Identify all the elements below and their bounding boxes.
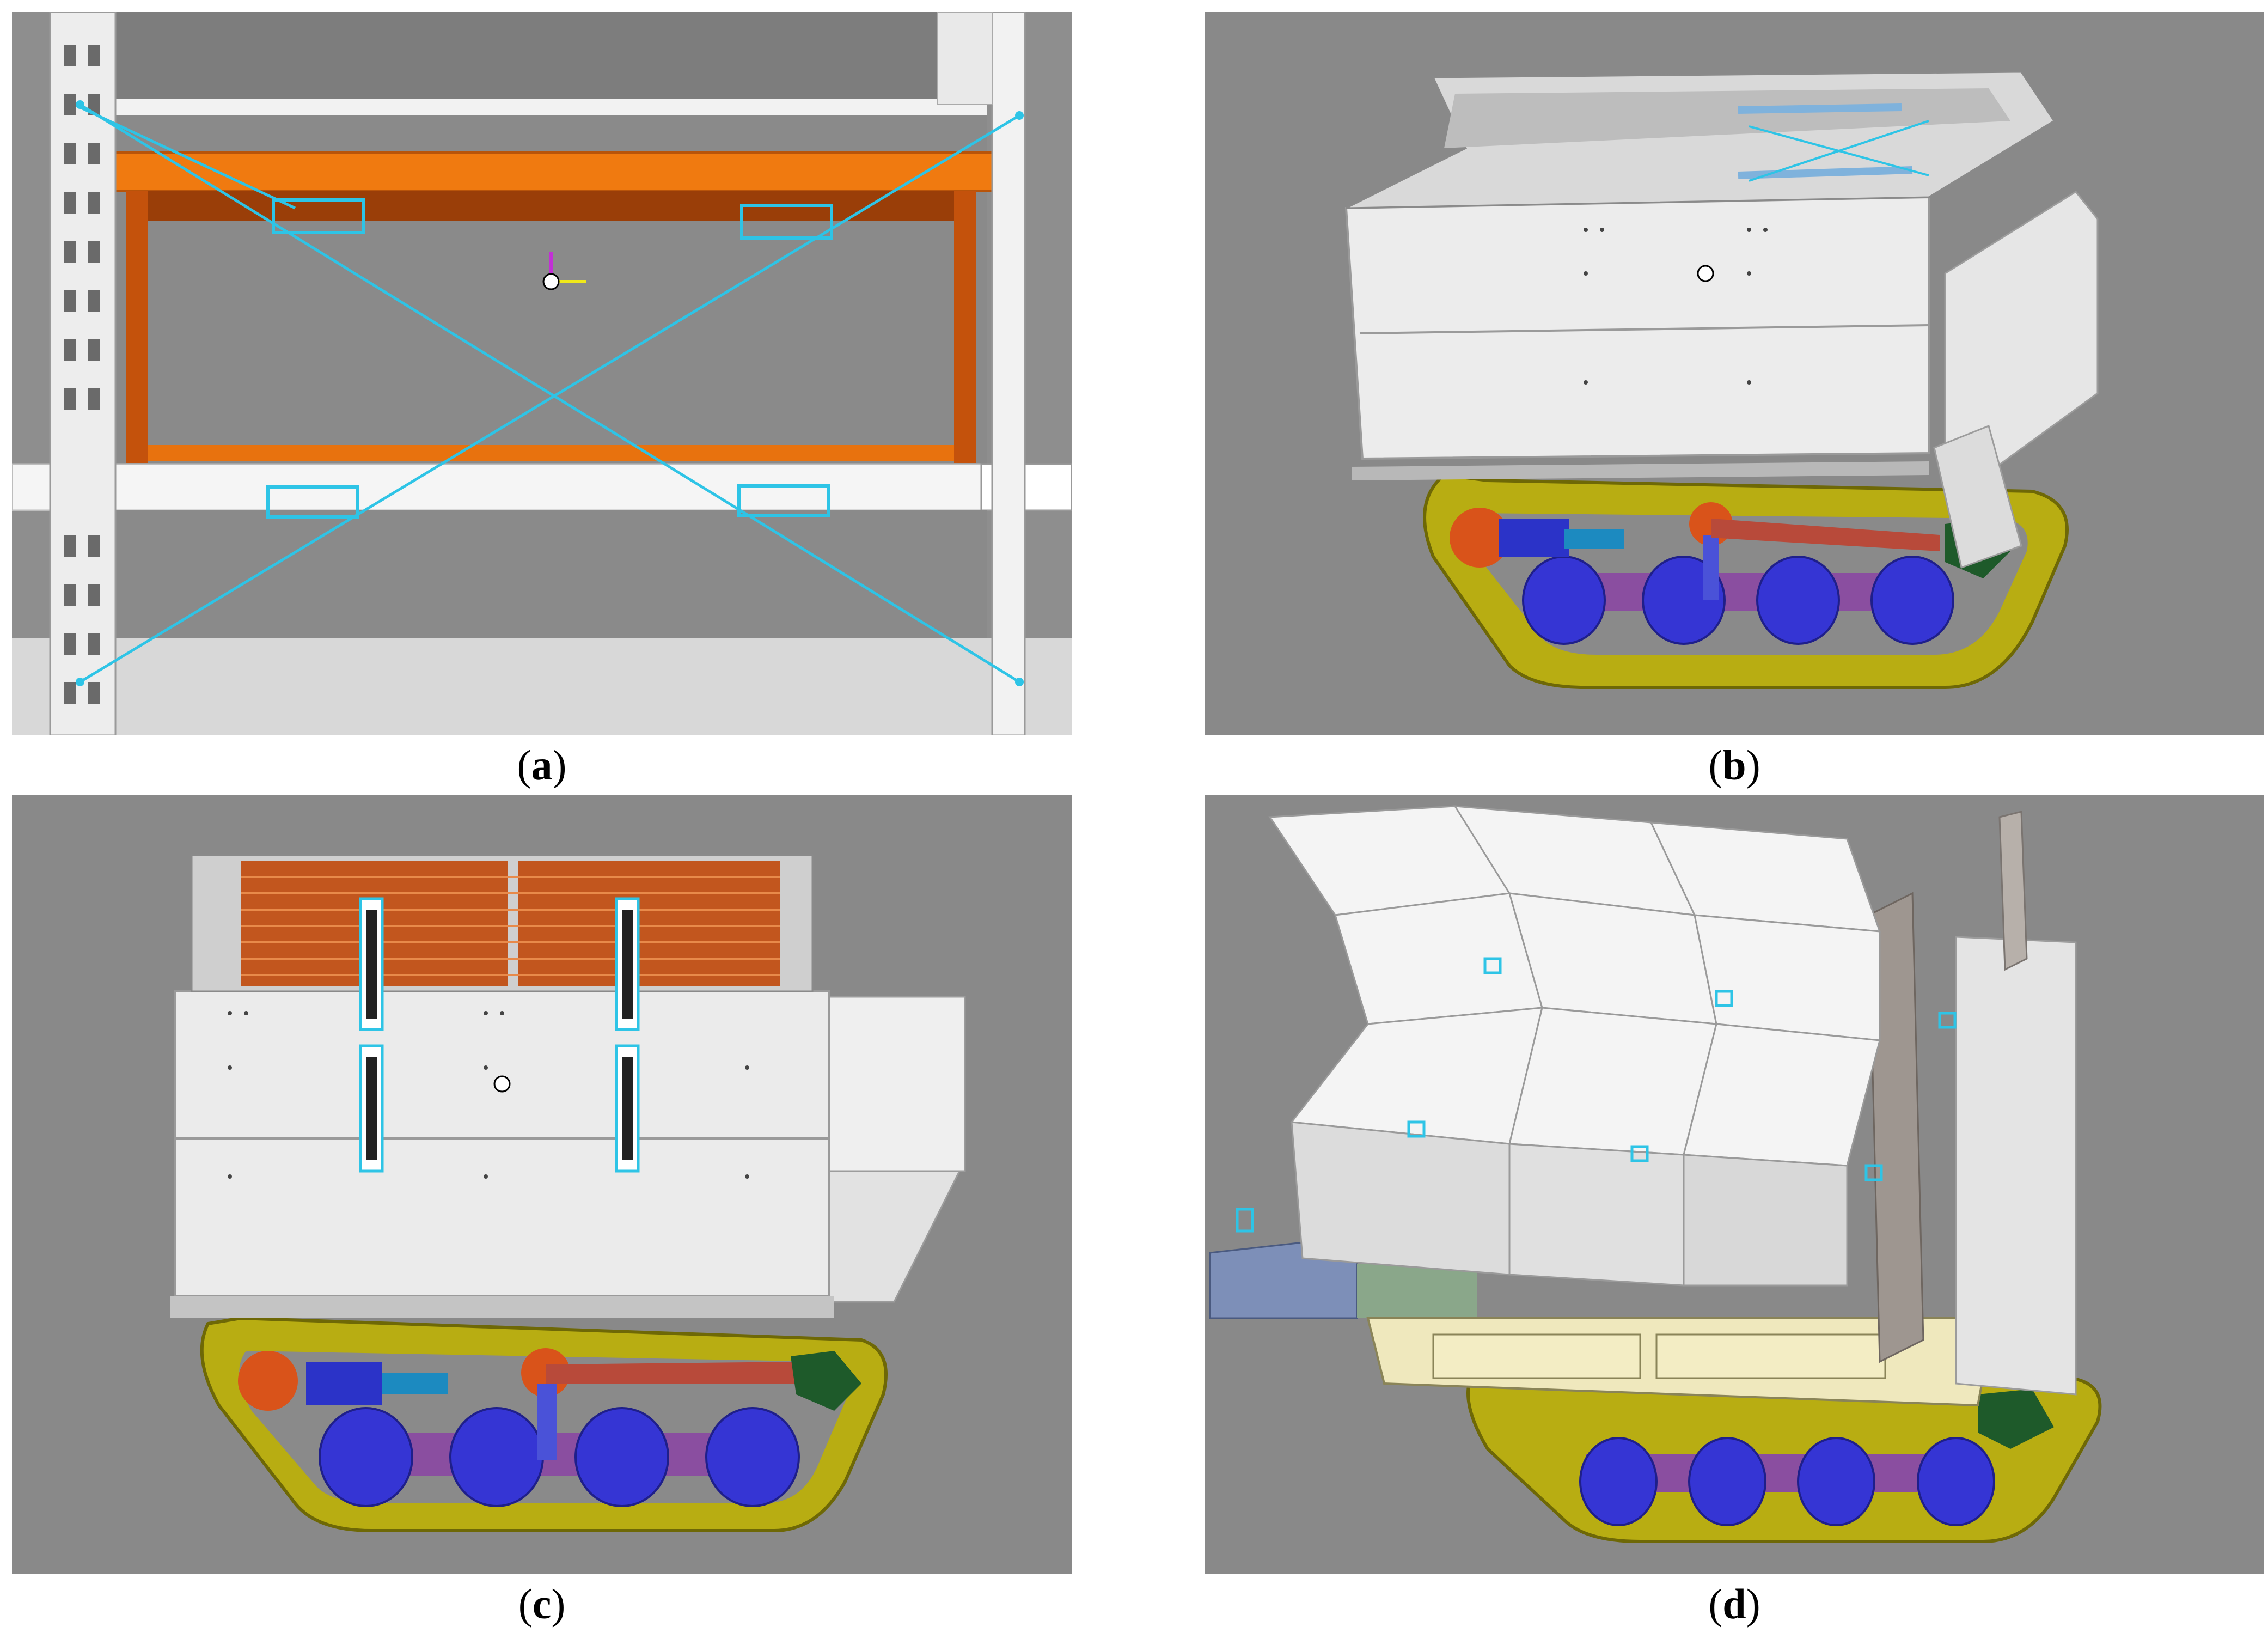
caption-b: (b)	[1708, 741, 1760, 789]
panel-a-frame-top-view	[12, 12, 1072, 735]
panel-b-drawing	[1205, 12, 2264, 735]
caption-a: (a)	[517, 741, 567, 789]
coordinate-triad-icon	[493, 1075, 511, 1093]
coordinate-triad-icon	[542, 252, 586, 290]
panel-d-vehicle-battery-boxes	[1205, 795, 2264, 1574]
panel-b-vehicle-frame-isometric	[1205, 12, 2264, 735]
coordinate-triad-icon	[1697, 265, 1714, 282]
caption-d: (d)	[1708, 1580, 1760, 1628]
caption-c: (c)	[518, 1580, 566, 1628]
panel-a-drawing	[12, 12, 1072, 735]
panel-c-vehicle-front-view	[12, 795, 1072, 1574]
panel-c-drawing	[12, 795, 1072, 1574]
panel-d-drawing	[1205, 795, 2264, 1574]
